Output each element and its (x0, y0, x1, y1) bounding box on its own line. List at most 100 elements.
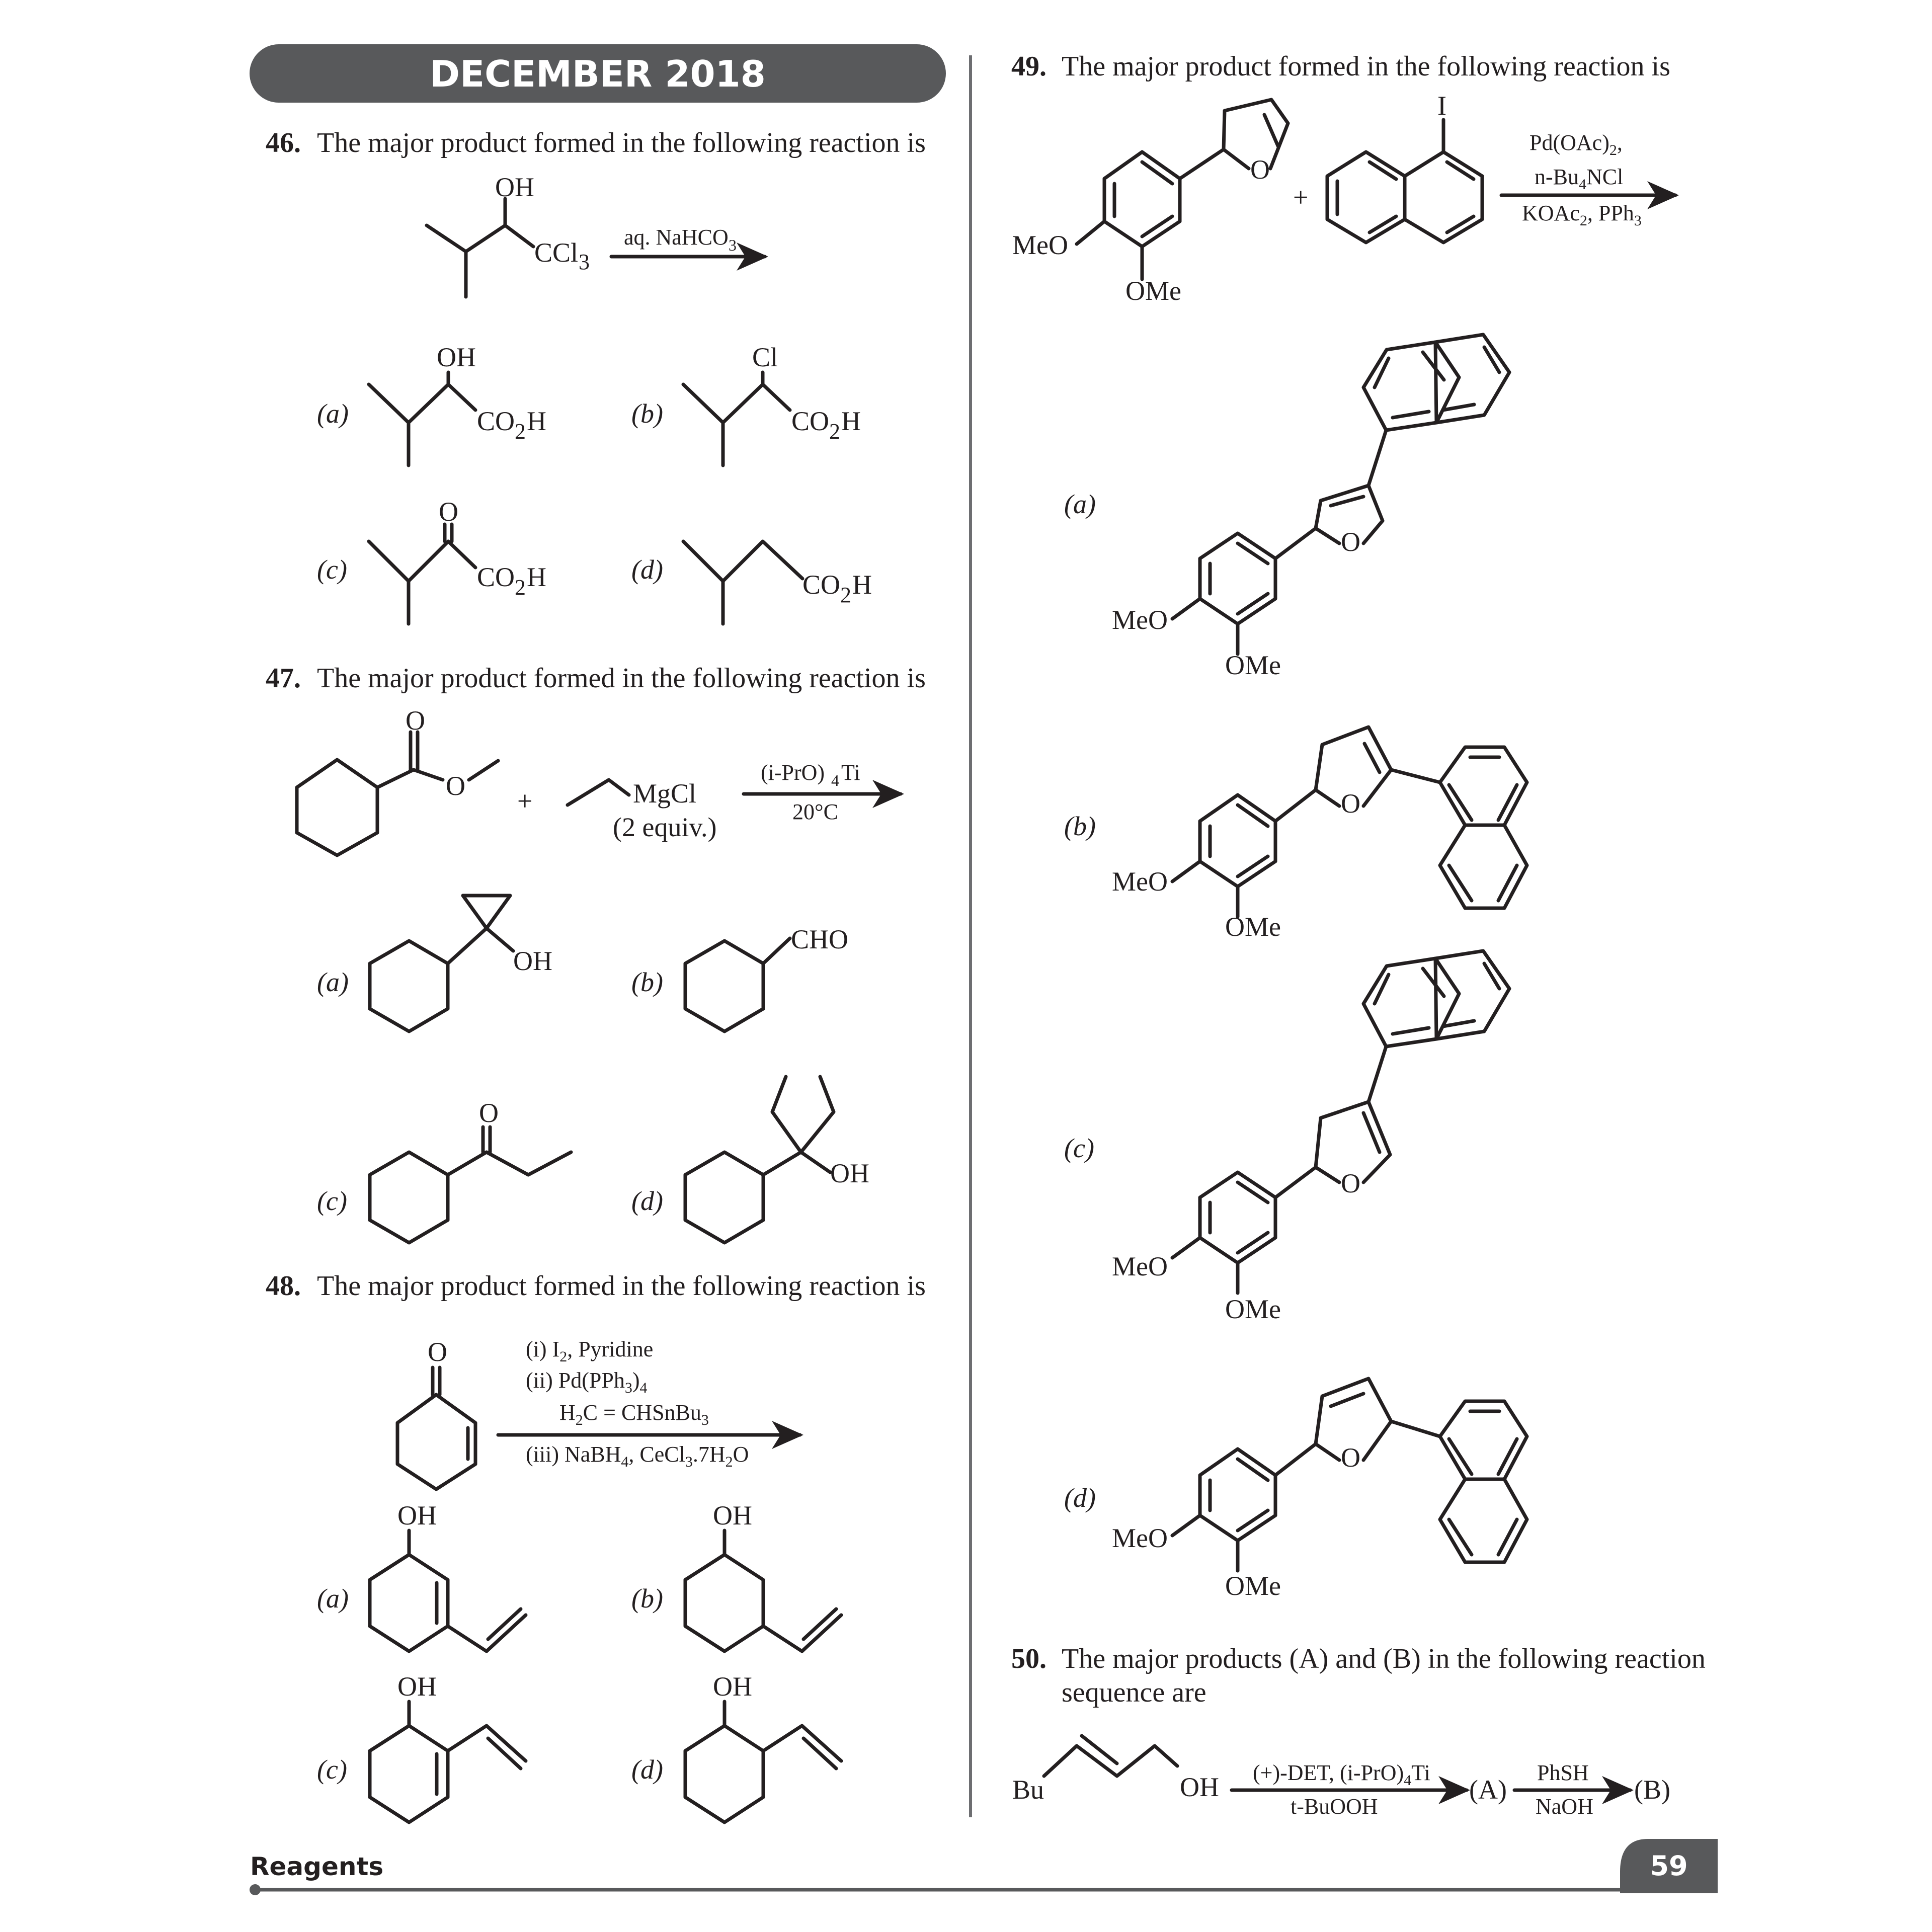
svg-text:2: 2 (840, 583, 851, 607)
question-48: 48. The major product formed in the foll… (266, 1270, 926, 1824)
svg-text:MeO: MeO (1112, 866, 1168, 897)
svg-text:OH: OH (830, 1158, 869, 1188)
option-c[interactable]: (c) MeO OMe O (1064, 949, 1511, 1324)
svg-text:OMe: OMe (1125, 276, 1181, 306)
footer-section-title: Reagents (250, 1852, 383, 1881)
option-a[interactable]: (a) OH CO 2 H (317, 342, 546, 467)
option-a[interactable]: (a) OH (317, 1500, 528, 1653)
svg-text:KOAc2, PPh3: KOAc2, PPh3 (1522, 201, 1642, 229)
svg-text:(iii) NaBH4, CeCl3.7H2O: (iii) NaBH4, CeCl3.7H2O (526, 1442, 749, 1470)
svg-text:PhSH: PhSH (1537, 1760, 1589, 1785)
svg-text:sequence are: sequence are (1062, 1677, 1206, 1708)
svg-text:OMe: OMe (1225, 1571, 1281, 1601)
svg-text:(a): (a) (1064, 489, 1096, 519)
plus-sign: + (517, 786, 532, 816)
svg-text:Ti: Ti (841, 760, 860, 785)
svg-text:(a): (a) (317, 398, 349, 429)
svg-text:OH: OH (495, 172, 534, 202)
svg-text:OMe: OMe (1225, 650, 1281, 680)
svg-text:3: 3 (729, 236, 737, 254)
svg-text:Cl: Cl (752, 342, 778, 372)
svg-text:O: O (479, 1098, 499, 1128)
question-50: 50. The major products (A) and (B) in th… (1011, 1643, 1706, 1819)
svg-text:(b): (b) (1064, 811, 1096, 841)
reaction-arrow: Pd(OAc)2, n-Bu4NCl KOAc2, PPh3 (1499, 130, 1679, 229)
svg-text:(c): (c) (317, 554, 347, 585)
svg-text:O: O (1250, 154, 1270, 185)
svg-text:48.: 48. (266, 1270, 301, 1302)
reactant-structure: OH CCl 3 (425, 172, 590, 299)
svg-text:(d): (d) (631, 554, 663, 585)
page-footer: Reagents 59 (250, 1839, 1718, 1895)
reaction-arrow: (i-PrO) 4 Ti 20°C (742, 760, 904, 824)
svg-text:H: H (841, 406, 861, 436)
svg-text:OH: OH (713, 1671, 752, 1702)
svg-text:Pd(OAc)2,: Pd(OAc)2, (1530, 130, 1623, 158)
question-number: 46. (266, 127, 301, 158)
option-c[interactable]: (c) O CO 2 H (317, 497, 546, 626)
svg-text:H: H (527, 562, 546, 592)
option-b[interactable]: (b) Cl CO 2 H (631, 342, 861, 467)
option-d[interactable]: (d) CO 2 H (631, 539, 872, 626)
reactant-grignard: MgCl (2 equiv.) (566, 778, 716, 842)
svg-text:OH: OH (437, 342, 476, 372)
option-b[interactable]: (b) MeO OMe O (1064, 725, 1529, 942)
svg-text:OH: OH (513, 946, 552, 976)
product-B: (B) (1634, 1775, 1670, 1805)
reactant-cyclohexenone: O (395, 1337, 477, 1491)
option-c[interactable]: (c) OH (317, 1671, 528, 1824)
svg-text:(+)-DET, (i-PrO)4Ti: (+)-DET, (i-PrO)4Ti (1253, 1760, 1430, 1789)
svg-text:The major product formed in th: The major product formed in the followin… (317, 1270, 926, 1302)
svg-text:The major product formed in th: The major product formed in the followin… (1062, 51, 1670, 82)
allylic-alcohol: Bu OH (1012, 1734, 1219, 1805)
reactant-iodonaphthalene: I (1325, 91, 1484, 245)
question-46: 46. The major product formed in the foll… (266, 127, 926, 626)
option-b[interactable]: (b) OH (631, 1500, 843, 1653)
svg-text:I: I (1437, 91, 1446, 121)
svg-text:MgCl: MgCl (633, 778, 696, 809)
option-d[interactable]: (d) OH (631, 1075, 869, 1245)
svg-text:O: O (1341, 788, 1360, 819)
option-b[interactable]: (b) CHO (631, 924, 848, 1033)
svg-text:t-BuOOH: t-BuOOH (1291, 1794, 1378, 1819)
svg-text:NaOH: NaOH (1536, 1794, 1593, 1819)
svg-text:O: O (406, 705, 425, 736)
reaction-arrow: aq. NaHCO 3 (609, 225, 768, 271)
svg-text:O: O (428, 1337, 447, 1367)
option-d[interactable]: (d) OH (631, 1671, 843, 1824)
option-a[interactable]: (a) MeO OMe O (1064, 333, 1511, 680)
svg-text:(i-PrO): (i-PrO) (761, 760, 825, 785)
svg-text:(c): (c) (317, 1754, 347, 1785)
header-title: DECEMBER 2018 (430, 53, 766, 95)
svg-text:CCl: CCl (534, 237, 578, 268)
option-a[interactable]: (a) OH (317, 894, 552, 1033)
svg-text:CHO: CHO (791, 924, 848, 954)
svg-text:CO: CO (802, 570, 840, 600)
plus-sign: + (1293, 182, 1308, 212)
option-d[interactable]: (d) MeO OMe O (1064, 1377, 1529, 1601)
svg-text:(d): (d) (631, 1754, 663, 1785)
svg-text:O: O (446, 771, 465, 801)
svg-text:(i) I2, Pyridine: (i) I2, Pyridine (526, 1337, 653, 1365)
svg-text:(ii) Pd(PPh3)4: (ii) Pd(PPh3)4 (526, 1368, 647, 1396)
svg-text:(c): (c) (317, 1186, 347, 1216)
svg-text:(b): (b) (631, 398, 663, 429)
reaction-conditions: (i) I2, Pyridine (ii) Pd(PPh3)4 H2C = CH… (496, 1337, 803, 1470)
svg-text:OH: OH (397, 1671, 437, 1702)
svg-text:H2C = CHSnBu3: H2C = CHSnBu3 (559, 1400, 709, 1428)
svg-text:O: O (439, 497, 458, 527)
svg-text:OH: OH (713, 1500, 752, 1531)
svg-text:2: 2 (515, 575, 526, 600)
svg-text:4: 4 (831, 771, 839, 789)
svg-text:2: 2 (515, 419, 526, 444)
svg-text:OMe: OMe (1225, 912, 1281, 942)
header-bar (250, 44, 946, 103)
svg-text:CO: CO (477, 562, 515, 592)
option-c[interactable]: (c) O (317, 1098, 573, 1245)
svg-text:MeO: MeO (1112, 605, 1168, 635)
svg-text:Bu: Bu (1012, 1775, 1044, 1805)
svg-text:OH: OH (1180, 1772, 1219, 1802)
svg-text:MeO: MeO (1112, 1251, 1168, 1281)
svg-text:(d): (d) (631, 1186, 663, 1216)
